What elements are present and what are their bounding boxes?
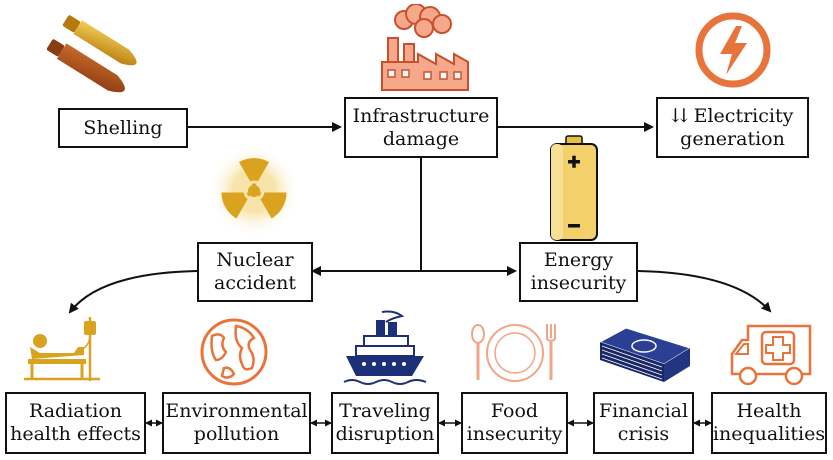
node-shelling: Shelling	[58, 108, 188, 148]
node-environmental-pollution: Environmental pollution	[162, 392, 311, 454]
node-electricity-generation: ⇊ Electricity generation	[656, 97, 809, 158]
lightning-bolt-icon	[695, 12, 771, 88]
node-energy-insecurity: Energy insecurity	[519, 242, 638, 302]
money-stack-icon	[598, 327, 692, 383]
hospital-bed-patient-icon	[24, 317, 100, 381]
ambulance-icon	[730, 324, 812, 386]
node-infrastructure-damage: Infrastructure damage	[344, 97, 498, 158]
curve-energy-to-health	[637, 270, 772, 313]
factory-icon	[381, 4, 469, 91]
curve-nuclear-to-radiation	[68, 270, 198, 314]
globe-icon	[200, 318, 268, 386]
radiation-icon	[208, 145, 300, 237]
battery-icon	[550, 135, 598, 241]
ship-icon	[343, 310, 427, 385]
node-financial-crisis: Financial crisis	[593, 392, 694, 454]
plate-fork-spoon-icon	[471, 324, 557, 382]
node-nuclear-accident: Nuclear accident	[197, 242, 313, 302]
node-health-inequalities: Health inequalities	[711, 392, 827, 454]
node-food-insecurity: Food insecurity	[461, 392, 568, 454]
node-radiation-health-effects: Radiation health effects	[5, 392, 146, 454]
node-traveling-disruption: Traveling disruption	[331, 392, 439, 454]
artillery-shells-icon	[46, 15, 137, 93]
